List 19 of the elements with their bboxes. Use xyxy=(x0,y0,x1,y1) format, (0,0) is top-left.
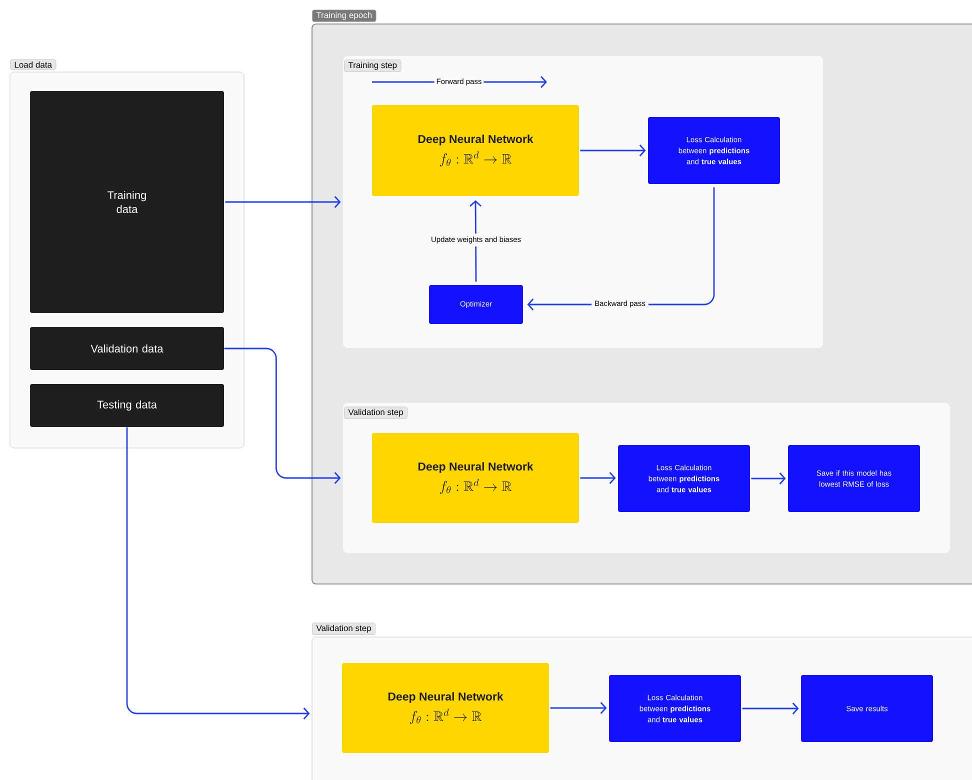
arrow xyxy=(751,472,786,484)
data-box: Training data xyxy=(30,91,224,313)
tag-label: Training step xyxy=(344,60,402,72)
data-box: Validation data xyxy=(30,327,224,370)
network-box: Deep Neural Network $f_\theta : \mathbb{R}^d \to \mathbb{R}$ xyxy=(372,105,579,196)
arrow xyxy=(580,472,616,484)
tag-label: Load data xyxy=(10,59,56,70)
network-box: Deep Neural Network $f_\theta : \mathbb{R}^d \to \mathbb{R}$ xyxy=(372,433,579,523)
data-box: Testing data xyxy=(30,384,224,427)
tag-label: Training epoch xyxy=(312,10,376,22)
tag-label: Validation step xyxy=(312,622,376,635)
arrow xyxy=(580,144,646,156)
arrow xyxy=(126,427,310,720)
arrow xyxy=(742,702,799,714)
tag-label: Validation step xyxy=(344,406,408,419)
arrow xyxy=(550,702,607,714)
arrow xyxy=(224,348,341,484)
network-box: Deep Neural Network $f_\theta : \mathbb{R}^d \to \mathbb{R}$ xyxy=(342,663,549,753)
arrow xyxy=(225,196,341,208)
